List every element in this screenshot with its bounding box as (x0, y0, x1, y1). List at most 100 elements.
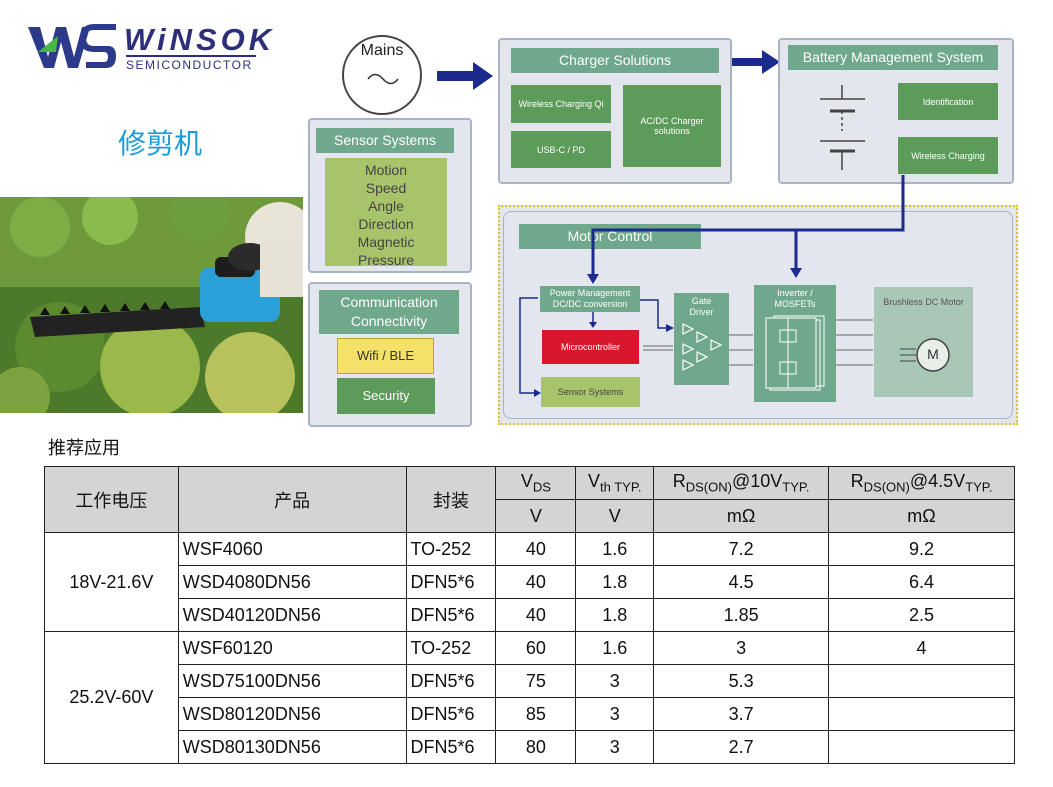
r45-cell (828, 664, 1015, 698)
mains-source (342, 35, 422, 115)
package-cell: TO-252 (405, 532, 497, 566)
package-cell: TO-252 (405, 631, 497, 665)
spec-table: 工作电压 产品 封装 VDS Vth TYP. RDS(ON)@10VTYP. … (44, 466, 1015, 764)
vth-cell: 3 (575, 730, 655, 764)
table-row: 18V-21.6V WSF4060 TO-252 40 1.6 7.2 9.2 (44, 532, 1015, 632)
motor-letter: M (927, 346, 939, 362)
table-row: WSD40120DN56 DFN5*6 40 1.8 1.85 2.5 (45, 598, 1015, 632)
security-block: Security (337, 378, 435, 414)
r45-cell (828, 730, 1015, 764)
wifi-ble-block: Wifi / BLE (337, 338, 434, 374)
r45-cell: 9.2 (828, 532, 1015, 566)
r45-cell: 6.4 (828, 565, 1015, 599)
unit-r10: mΩ (653, 499, 830, 533)
vds-cell: 80 (495, 730, 577, 764)
product-cell: WSD80130DN56 (177, 730, 407, 764)
wireless-charging-qi-block: Wireless Charging Qi (511, 85, 611, 123)
mosfet-icon (765, 315, 825, 391)
package-cell: DFN5*6 (405, 664, 497, 698)
header-voltage: 工作电压 (44, 466, 179, 533)
sensor-item: Direction (358, 216, 414, 232)
gate-driver-label: Gate Driver (689, 296, 714, 317)
bms-wireless-charging-block: Wireless Charging (898, 137, 998, 174)
arrow-right-icon (437, 62, 493, 90)
bldc-label: Brushless DC Motor (883, 297, 964, 307)
battery-icon (820, 85, 865, 170)
mains-label: Mains (360, 42, 404, 59)
voltage-group: 25.2V-60V (44, 631, 179, 764)
product-cell: WSD40120DN56 (177, 598, 407, 632)
hedge-trimmer-photo (0, 197, 303, 413)
header-vth: Vth TYP. (575, 466, 655, 500)
communication-title: Communication Connectivity (319, 290, 459, 334)
table-row: WSD75100DN56 DFN5*6 75 3 5.3 (45, 664, 1015, 698)
winsok-logo-icon (28, 24, 116, 68)
table-header-row: 工作电压 产品 封装 VDS Vth TYP. RDS(ON)@10VTYP. … (44, 466, 1015, 533)
r10-cell: 7.2 (653, 532, 830, 566)
package-cell: DFN5*6 (405, 565, 497, 599)
sensor-list: Motion Speed Angle Direction Magnetic Pr… (325, 158, 447, 268)
gate-driver-icon (681, 323, 722, 371)
header-product: 产品 (177, 466, 407, 533)
vth-cell: 1.6 (575, 532, 655, 566)
header-r45: RDS(ON)@4.5VTYP. (828, 466, 1015, 500)
unit-r45: mΩ (828, 499, 1015, 533)
table-row: WSD80120DN56 DFN5*6 85 3 3.7 (45, 697, 1015, 731)
package-cell: DFN5*6 (405, 730, 497, 764)
product-cell: WSD80120DN56 (177, 697, 407, 731)
product-title: 修剪机 (118, 128, 203, 159)
vds-cell: 85 (495, 697, 577, 731)
microcontroller-block: Microcontroller (542, 330, 639, 364)
package-cell: DFN5*6 (405, 598, 497, 632)
ac-wave-icon (367, 73, 399, 85)
package-cell: DFN5*6 (405, 697, 497, 731)
r45-cell (828, 697, 1015, 731)
r45-cell: 2.5 (828, 598, 1015, 632)
r45-cell: 4 (828, 631, 1015, 665)
table-row: WSD4080DN56 DFN5*6 40 1.8 4.5 6.4 (45, 565, 1015, 599)
motor-sensor-systems-block: Sensor Systems (541, 377, 640, 407)
unit-vds: V (495, 499, 577, 533)
voltage-group: 18V-21.6V (44, 532, 179, 632)
r10-cell: 3.7 (653, 697, 830, 731)
motor-control-title: Motor Control (519, 224, 701, 249)
table-row: 25.2V-60V WSF60120 TO-252 60 1.6 3 4 (44, 631, 1015, 764)
header-r10: RDS(ON)@10VTYP. (653, 466, 830, 500)
usb-c-pd-block: USB-C / PD (511, 131, 611, 168)
inverter-mosfets-block: Inverter / MOSFETs (754, 285, 836, 402)
power-management-block: Power Management DC/DC conversion (540, 286, 640, 312)
sensor-item: Motion (364, 162, 408, 178)
product-cell: WSD4080DN56 (177, 565, 407, 599)
sensor-systems-title: Sensor Systems (316, 128, 454, 153)
header-vds: VDS (495, 466, 577, 500)
vth-cell: 1.8 (575, 565, 655, 599)
logo-subtitle: SEMICONDUCTOR (126, 55, 256, 72)
vth-cell: 1.8 (575, 598, 655, 632)
sensor-item: Angle (368, 198, 404, 214)
motor-connection-lines (519, 175, 905, 397)
product-cell: WSF60120 (177, 631, 407, 665)
r10-cell: 2.7 (653, 730, 830, 764)
r10-cell: 4.5 (653, 565, 830, 599)
vds-cell: 40 (495, 532, 577, 566)
product-cell: WSF4060 (177, 532, 407, 566)
sensor-item: Magnetic (357, 234, 415, 250)
logo-name: WiNSOK (124, 22, 276, 57)
header-package: 封装 (405, 466, 497, 533)
identification-block: Identification (898, 83, 998, 120)
sensor-item: Pressure (357, 252, 415, 268)
ac-dc-charger-block: AC/DC Charger solutions (623, 85, 721, 167)
vds-cell: 75 (495, 664, 577, 698)
vth-cell: 3 (575, 664, 655, 698)
section-title: 推荐应用 (48, 438, 120, 458)
vds-cell: 40 (495, 565, 577, 599)
arrow-right-icon (732, 50, 780, 74)
sensor-item: Speed (365, 180, 407, 196)
vth-cell: 3 (575, 697, 655, 731)
inverter-label: Inverter / MOSFETs (774, 288, 816, 309)
r10-cell: 1.85 (653, 598, 830, 632)
r10-cell: 5.3 (653, 664, 830, 698)
gate-driver-block: Gate Driver (674, 293, 729, 385)
vth-cell: 1.6 (575, 631, 655, 665)
vds-cell: 40 (495, 598, 577, 632)
